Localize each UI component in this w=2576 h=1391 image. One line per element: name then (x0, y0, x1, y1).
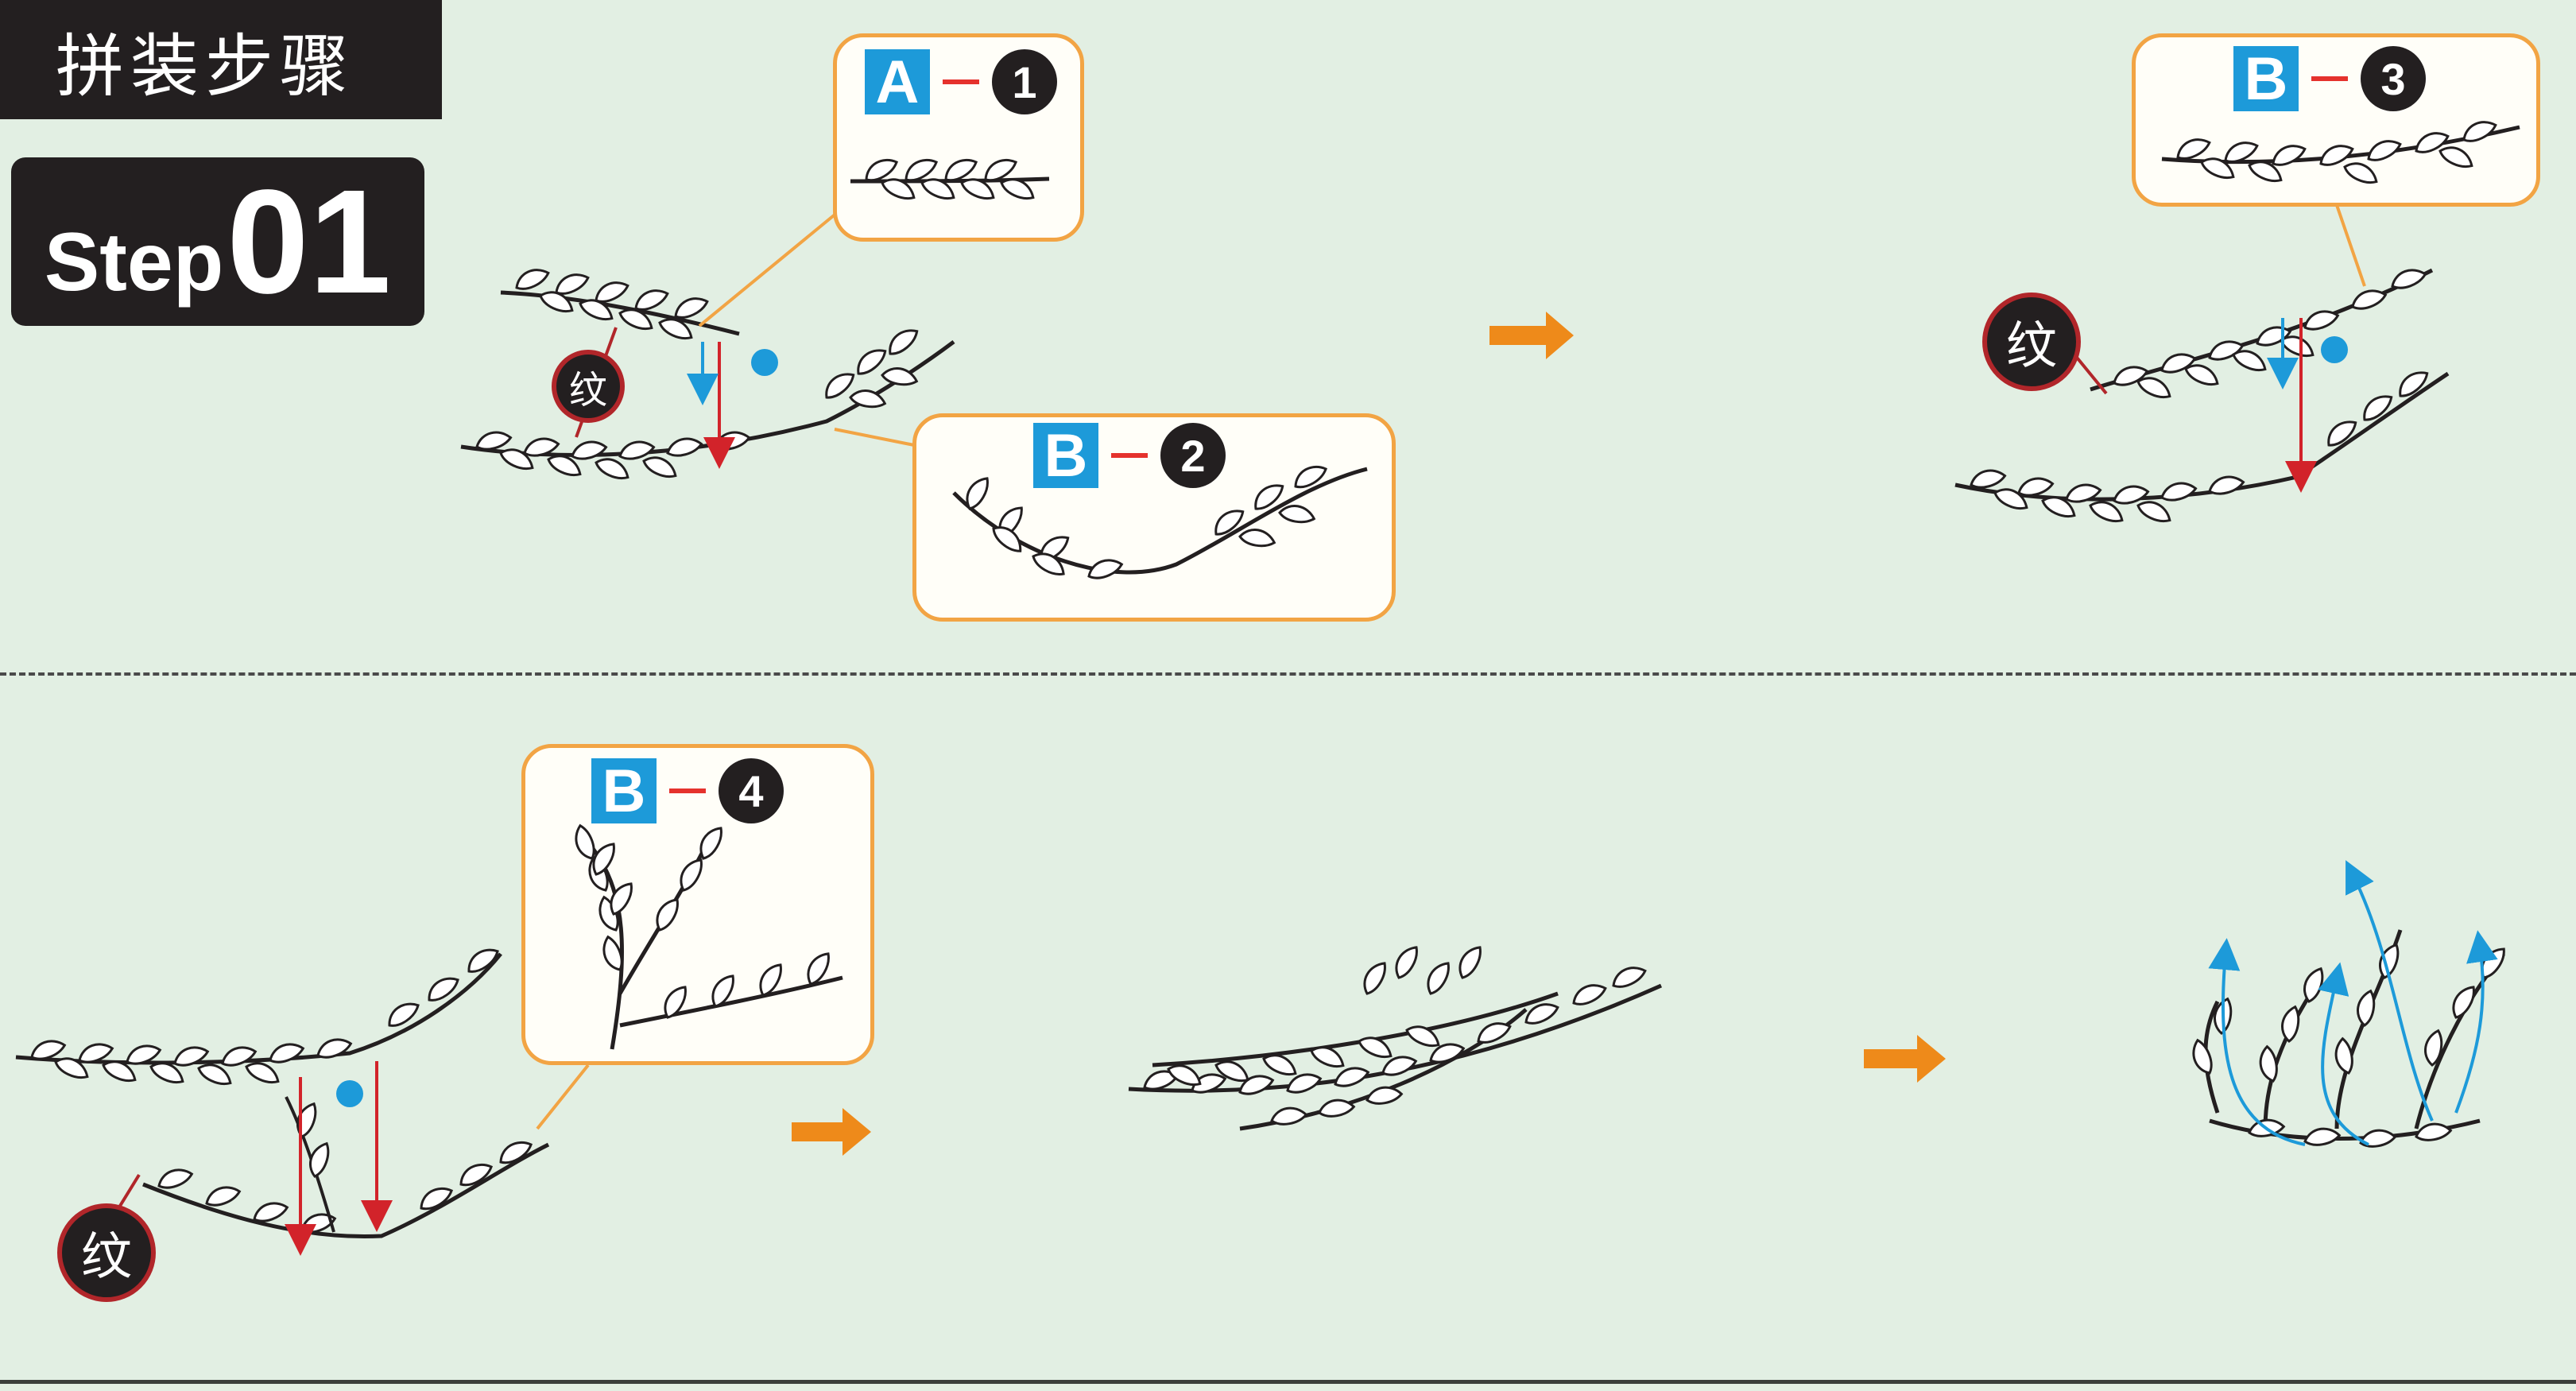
section-title: 拼装步骤 (0, 0, 442, 119)
step-badge: Step 01 (11, 157, 424, 326)
texture-marker: 纹 (1982, 293, 2081, 391)
part-number: 1 (992, 49, 1057, 114)
part-letter: A (865, 48, 930, 116)
section-divider (0, 672, 2576, 676)
part-number: 2 (1160, 423, 1226, 488)
final-bouquet (2187, 929, 2510, 1150)
label-b3: B 3 (2233, 45, 2426, 113)
part-letter: B (591, 757, 657, 825)
callout-b4-branch (570, 822, 843, 1050)
callout-a1-branch (850, 153, 1050, 204)
next-arrow-2 (792, 1108, 871, 1156)
next-arrow-3 (1864, 1035, 1946, 1083)
next-arrow-1 (1489, 312, 1574, 359)
callout-b2-branch (952, 459, 1368, 583)
label-a1: A 1 (865, 48, 1057, 116)
label-dash (943, 79, 979, 84)
part-number: 3 (2361, 46, 2426, 111)
part-letter: B (2233, 45, 2299, 113)
branch-b3-assembly (1954, 264, 2450, 527)
part-number: 4 (719, 758, 784, 823)
branch-b4-assembly (15, 942, 550, 1239)
label-b4: B 4 (591, 757, 784, 825)
label-b2: B 2 (1033, 422, 1226, 490)
part-letter: B (1033, 422, 1098, 490)
callout-b3-branch (2161, 115, 2520, 188)
label-dash (669, 788, 706, 793)
step-word: Step (44, 216, 224, 308)
branch-a1 (500, 263, 740, 344)
callout-b3 (2132, 33, 2540, 207)
combined-cluster (1128, 941, 1663, 1131)
branch-b2 (460, 323, 955, 484)
label-dash (1111, 453, 1148, 458)
texture-marker: 纹 (552, 350, 625, 423)
callout-b2 (912, 413, 1396, 622)
label-dash (2311, 76, 2348, 81)
bottom-rule (0, 1380, 2576, 1384)
step-number: 01 (227, 160, 392, 325)
texture-marker: 纹 (57, 1203, 156, 1302)
